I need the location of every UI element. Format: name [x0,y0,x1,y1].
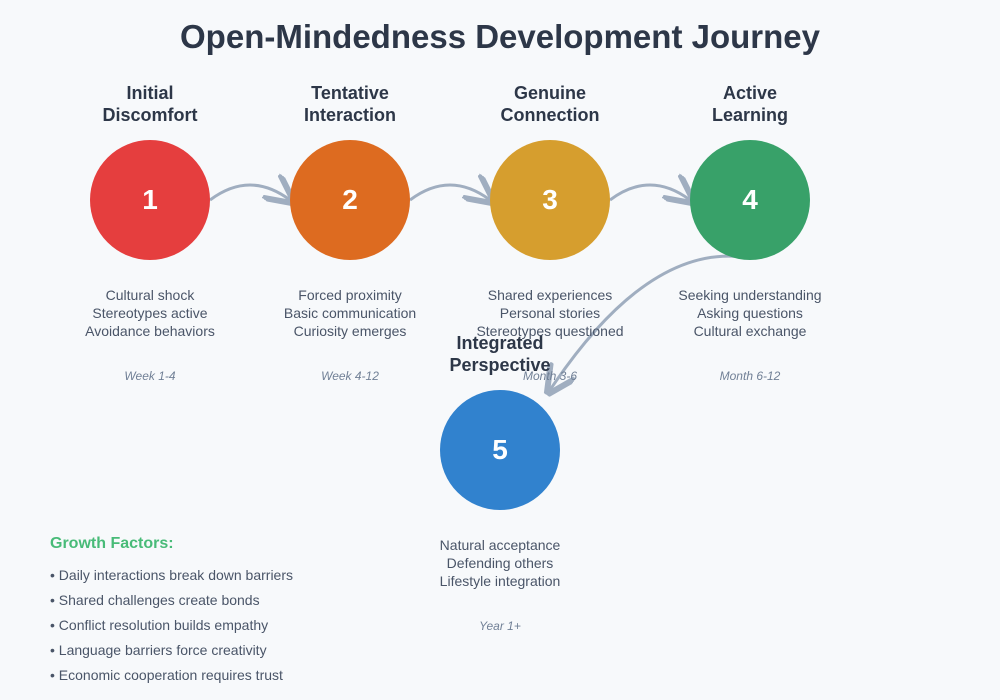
stage-4-line-1: Seeking understanding [678,287,822,303]
growth-factor-item: • Daily interactions break down barriers [50,567,294,583]
growth-factor-item: • Language barriers force creativity [50,642,267,658]
stage-1-line-3: Avoidance behaviors [85,323,215,339]
stage-5-line-2: Defending others [446,555,554,571]
stage-1-circle: 1 [90,140,210,260]
arrow-2-to-3 [409,185,490,200]
stage-1-line-2: Stereotypes active [92,305,208,321]
stage-3-line-3: Stereotypes questioned [476,323,624,339]
stage-1-line-1: Cultural shock [105,287,195,303]
growth-factor-item: • Conflict resolution builds empathy [50,617,269,633]
stage-2-circle: 2 [290,140,410,260]
stage-3-line-1: Shared experiences [487,287,613,303]
stage-5-line-3: Lifestyle integration [439,573,561,589]
arrow-3-to-4 [609,185,690,200]
stage-4-number: 4 [742,184,758,215]
stage-3-circle: 3 [490,140,610,260]
stage-1-header: Initial Discomfort [50,82,250,126]
stage-1-title: Initial Discomfort [102,83,198,125]
growth-factor-item: • Shared challenges create bonds [50,592,260,608]
stage-2-line-1: Forced proximity [298,287,402,303]
stage-2-line-2: Basic communication [283,305,417,321]
stage-1-timeline: Week 1-4 [124,369,176,383]
arrow-1-to-2 [209,185,290,200]
stage-2-title: Tentative Interaction [303,83,396,125]
stage-4-title: Active Learning [711,83,788,125]
stage-4-line-2: Asking questions [697,305,803,321]
growth-factor-item: • Economic cooperation requires trust [50,667,283,683]
stage-5-line-1: Natural acceptance [439,537,561,553]
stage-5-header: Integrated Perspective [400,332,600,376]
stage-5-timeline: Year 1+ [479,619,521,633]
stage-2-line-3: Curiosity emerges [293,323,407,339]
stage-3-description: Shared experiences Personal stories Ster… [450,286,650,340]
stage-2-number: 2 [342,184,358,215]
stage-5-number: 5 [492,434,508,465]
diagram-title: Open-Mindedness Development Journey [180,18,820,55]
stage-4-timeline: Month 6-12 [719,369,781,383]
growth-factors-title: Growth Factors: [50,535,174,552]
stage-3-number: 3 [542,184,558,215]
stage-1-description: Cultural shock Stereotypes active Avoida… [50,286,250,340]
stage-5-title: Integrated Perspective [449,333,551,375]
stage-4-header: Active Learning [650,82,850,126]
stage-3-header: Genuine Connection [450,82,650,126]
stage-2-description: Forced proximity Basic communication Cur… [250,286,450,340]
stage-1-number: 1 [142,184,158,215]
stage-5-description: Natural acceptance Defending others Life… [400,536,600,590]
stage-4-description: Seeking understanding Asking questions C… [650,286,850,340]
stage-3-title: Genuine Connection [500,83,600,125]
stage-5-circle: 5 [440,390,560,510]
stage-4-circle: 4 [690,140,810,260]
stage-3-timeline: Month 3-6 [522,369,578,383]
arrow-4-to-5 [550,254,751,390]
stage-2-header: Tentative Interaction [250,82,450,126]
stage-2-timeline: Week 4-12 [321,369,379,383]
stage-3-line-2: Personal stories [499,305,601,321]
stage-4-line-3: Cultural exchange [693,323,807,339]
